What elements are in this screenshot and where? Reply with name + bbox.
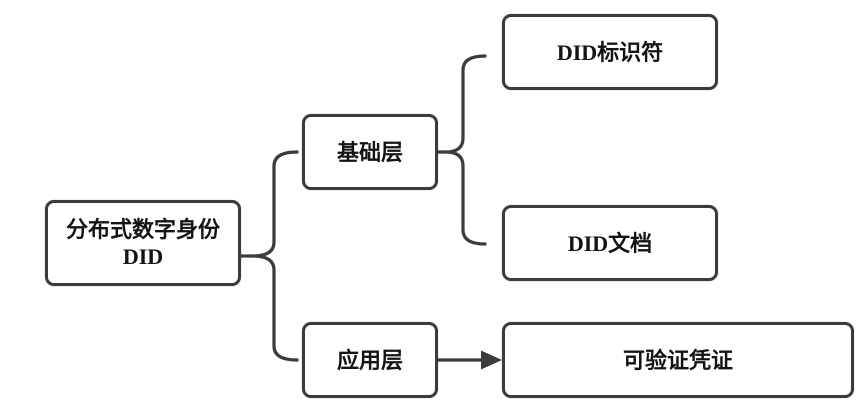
node-did-document-label: DID文档 (567, 230, 653, 256)
node-base-layer-label: 基础层 (336, 139, 403, 165)
node-base-layer: 基础层 (302, 114, 438, 190)
node-verifiable-credential-label: 可验证凭证 (622, 347, 733, 373)
node-did-document: DID文档 (502, 205, 718, 281)
node-root-did: 分布式数字身份 DID (45, 200, 241, 286)
base-layer-brace-connector (444, 54, 487, 246)
node-root-label-line2: DID (122, 244, 164, 269)
node-did-identifier: DID标识符 (502, 14, 718, 90)
node-verifiable-credential: 可验证凭证 (502, 322, 854, 398)
node-app-layer: 应用层 (302, 322, 438, 398)
app-layer-arrowhead-icon (481, 350, 502, 370)
node-root-label-line1: 分布式数字身份 (65, 217, 220, 242)
root-brace-connector (251, 150, 299, 362)
node-app-layer-label: 应用层 (336, 347, 403, 373)
node-did-identifier-label: DID标识符 (556, 39, 664, 65)
